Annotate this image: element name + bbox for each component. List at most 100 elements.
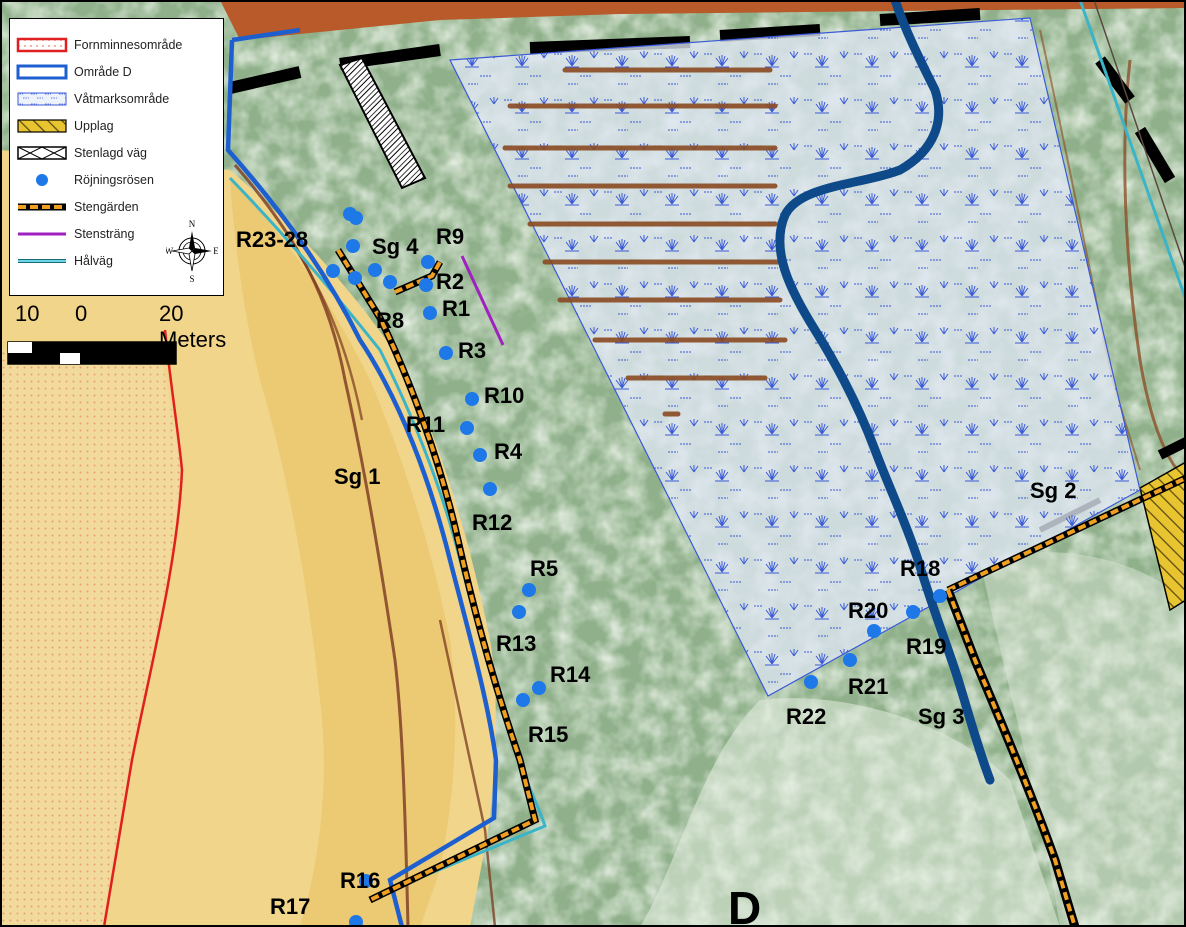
area-d-border (225, 39, 499, 927)
cairn[interactable] (439, 346, 453, 360)
paved-road-swatch (16, 144, 68, 162)
label-r22: R22 (786, 704, 826, 729)
map-legend: Fornminnesområde Område D Våtmarksområde… (9, 18, 224, 296)
stone-paved-road (338, 56, 427, 190)
cairn[interactable] (532, 681, 546, 695)
stone-fences (335, 248, 1186, 927)
legend-item-omrade-d: Område D (16, 62, 132, 82)
stone-fence-swatch (16, 198, 68, 216)
label-sg2: Sg 2 (1030, 478, 1076, 503)
legend-item-rojningsrosen: Röjningsrösen (16, 170, 154, 190)
legend-item-upplag: Upplag (16, 116, 114, 136)
storage-area (1139, 461, 1186, 612)
legend-label: Röjningsrösen (74, 173, 154, 187)
area-letter: D (728, 882, 761, 927)
label-sg4: Sg 4 (372, 234, 419, 259)
sunken-road-east (1093, 0, 1186, 271)
storage-swatch (16, 117, 68, 135)
cairn[interactable] (368, 263, 382, 277)
label-r9: R9 (436, 224, 464, 249)
cairn[interactable] (804, 675, 818, 689)
label-r19: R19 (906, 634, 946, 659)
legend-label: Fornminnesområde (74, 38, 183, 52)
cairn[interactable] (349, 915, 363, 927)
label-r13: R13 (496, 631, 536, 656)
label-r23-28: R23-28 (236, 227, 308, 252)
cairn[interactable] (460, 421, 474, 435)
label-r2: R2 (436, 269, 464, 294)
label-r4: R4 (494, 439, 523, 464)
sunken-road-swatch (16, 252, 68, 270)
cairn[interactable] (473, 448, 487, 462)
wetland-ditches (502, 67, 788, 417)
legend-label: Område D (74, 65, 132, 79)
label-r5: R5 (530, 556, 558, 581)
cairn[interactable] (421, 255, 435, 269)
legend-label: Stensträng (74, 227, 135, 241)
contour-line (438, 619, 497, 927)
scale-bar: 10 0 20 Meters (5, 301, 245, 371)
cairn[interactable] (423, 306, 437, 320)
stone-string (460, 255, 505, 346)
cairn[interactable] (483, 482, 497, 496)
label-r18: R18 (900, 556, 940, 581)
legend-label: Upplag (74, 119, 114, 133)
sand-dune-shade (230, 180, 456, 927)
compass-rose-icon: N S E W (165, 217, 220, 284)
cairn[interactable] (843, 653, 857, 667)
compass-east: E (213, 246, 218, 256)
label-r21: R21 (848, 674, 888, 699)
sunken-road-east (1078, 0, 1186, 301)
cairn[interactable] (933, 589, 947, 603)
cairn[interactable] (348, 271, 362, 285)
map-labels: R23-28 Sg 4 R9 R2 R1 R8 R3 R10 R11 R4 Sg… (236, 224, 1076, 927)
cairn[interactable] (383, 275, 397, 289)
label-r8: R8 (376, 308, 404, 333)
label-r20: R20 (848, 598, 888, 623)
scale-bar-graphic (7, 341, 177, 365)
cairn[interactable] (516, 693, 530, 707)
label-r15: R15 (528, 722, 568, 747)
light-clearing (640, 698, 1060, 927)
legend-label: Stenlagd väg (74, 146, 147, 160)
cairn[interactable] (465, 392, 479, 406)
legend-item-stenlagd-vag: Stenlagd väg (16, 143, 147, 163)
compass-north: N (189, 219, 196, 229)
legend-label: Hålväg (74, 254, 113, 268)
legend-label: Våtmarksområde (74, 92, 170, 106)
label-r11: R11 (406, 412, 445, 437)
label-r12: R12 (472, 510, 512, 535)
label-r17: R17 (270, 894, 310, 919)
cairn-swatch (16, 171, 68, 189)
cairn[interactable] (522, 583, 536, 597)
label-r14: R14 (550, 662, 591, 687)
label-r1: R1 (442, 296, 470, 321)
cairn[interactable] (867, 624, 881, 638)
label-r10: R10 (484, 383, 524, 408)
fornminnesomrade-area (0, 350, 180, 927)
cairn[interactable] (359, 874, 373, 888)
label-r16: R16 (340, 868, 380, 893)
fornminnesomrade-swatch (16, 36, 68, 54)
road-fragments (228, 8, 1176, 184)
label-sg3: Sg 3 (918, 704, 964, 729)
legend-item-stengarden: Stengärden (16, 197, 139, 217)
legend-item-vatmark: Våtmarksområde (16, 89, 169, 109)
cairn[interactable] (906, 605, 920, 619)
cairn[interactable] (346, 239, 360, 253)
scale-tick-0: 0 (75, 301, 88, 326)
stream (775, 0, 995, 785)
legend-item-halvag: Hålväg (16, 251, 113, 271)
legend-item-fornminnesomrade: Fornminnesområde (16, 35, 182, 55)
scale-tick-10: 10 (15, 301, 40, 326)
cairn[interactable] (326, 264, 340, 278)
contour-line (288, 239, 364, 421)
cairn[interactable] (349, 211, 363, 225)
area-d-border-top (231, 27, 301, 43)
cairn[interactable] (419, 278, 433, 292)
compass-west: W (166, 246, 174, 256)
compass-south: S (189, 274, 194, 283)
cairn[interactable] (512, 605, 526, 619)
legend-item-stenstrang: Stensträng (16, 224, 134, 244)
